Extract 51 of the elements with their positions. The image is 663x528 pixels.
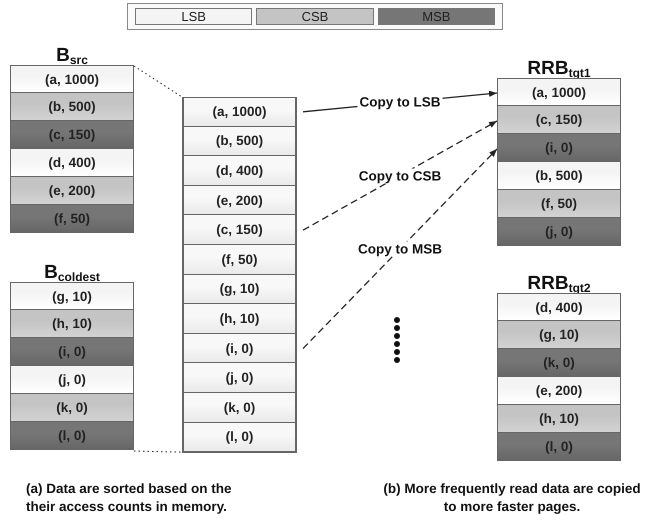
page-entry: (g, 10) [10, 282, 134, 310]
block-title: B$_{coldest}$ [43, 261, 101, 283]
page-entry: (l, 0) [497, 432, 621, 461]
edge-label: Copy to CSB [356, 168, 444, 184]
page-entry: (c, 150) [183, 214, 296, 245]
projection-line [134, 450, 182, 453]
page-entry: (i, 0) [497, 133, 621, 162]
page-entry: (g, 10) [183, 274, 296, 304]
page-entry: (j, 0) [497, 217, 621, 246]
page-entry: (b, 500) [10, 92, 134, 121]
page-entry: (e, 200) [10, 176, 134, 205]
page-entry: (b, 500) [497, 161, 621, 190]
page-entry: (e, 200) [497, 376, 621, 405]
legend-key: MSB [378, 8, 495, 25]
page-entry: (k, 0) [10, 393, 134, 422]
page-entry: (c, 150) [10, 120, 134, 149]
page-entry: (i, 0) [183, 332, 296, 364]
legend-key: LSB [135, 8, 252, 25]
page-entry: (h, 10) [497, 404, 621, 433]
page-entry: (h, 10) [10, 309, 134, 338]
edge-label: Copy to MSB [356, 241, 444, 256]
page-entry: (k, 0) [497, 348, 621, 377]
page-entry: (j, 0) [10, 365, 134, 394]
page-entry: (k, 0) [183, 392, 296, 423]
page-entry: (f, 50) [183, 244, 296, 275]
page-entry: (d, 400) [497, 293, 621, 321]
sorted-list-box [182, 97, 297, 454]
page-entry: (a, 1000) [183, 97, 296, 127]
page-entry: (c, 150) [497, 105, 621, 134]
page-entry: (l, 0) [183, 422, 296, 452]
page-entry: (d, 400) [10, 148, 134, 177]
caption: (a) Data are sorted based on the their access counts in memory. [26, 480, 233, 516]
page-entry: (a, 1000) [10, 65, 134, 93]
projection-line [134, 66, 182, 98]
legend-key: CSB [256, 8, 374, 25]
edge-label: Copy to LSB [358, 94, 442, 110]
page-entry: (g, 10) [497, 320, 621, 349]
caption: (b) More frequently read data are copied to more faster pages. [382, 480, 642, 516]
page-entry: (l, 0) [10, 421, 134, 450]
page-entry: (f, 50) [10, 204, 134, 233]
page-entry: (a, 1000) [497, 78, 621, 106]
page-entry: (b, 500) [183, 126, 296, 156]
arrow [302, 148, 498, 350]
page-entry: (h, 10) [183, 303, 296, 334]
page-entry: (f, 50) [497, 189, 621, 218]
page-entry: (j, 0) [183, 362, 296, 393]
block-title: B$_{src}$ [55, 44, 89, 66]
page-entry: (d, 400) [183, 155, 296, 186]
page-entry: (i, 0) [10, 337, 134, 366]
page-entry: (e, 200) [183, 184, 296, 216]
arrow [302, 120, 498, 231]
